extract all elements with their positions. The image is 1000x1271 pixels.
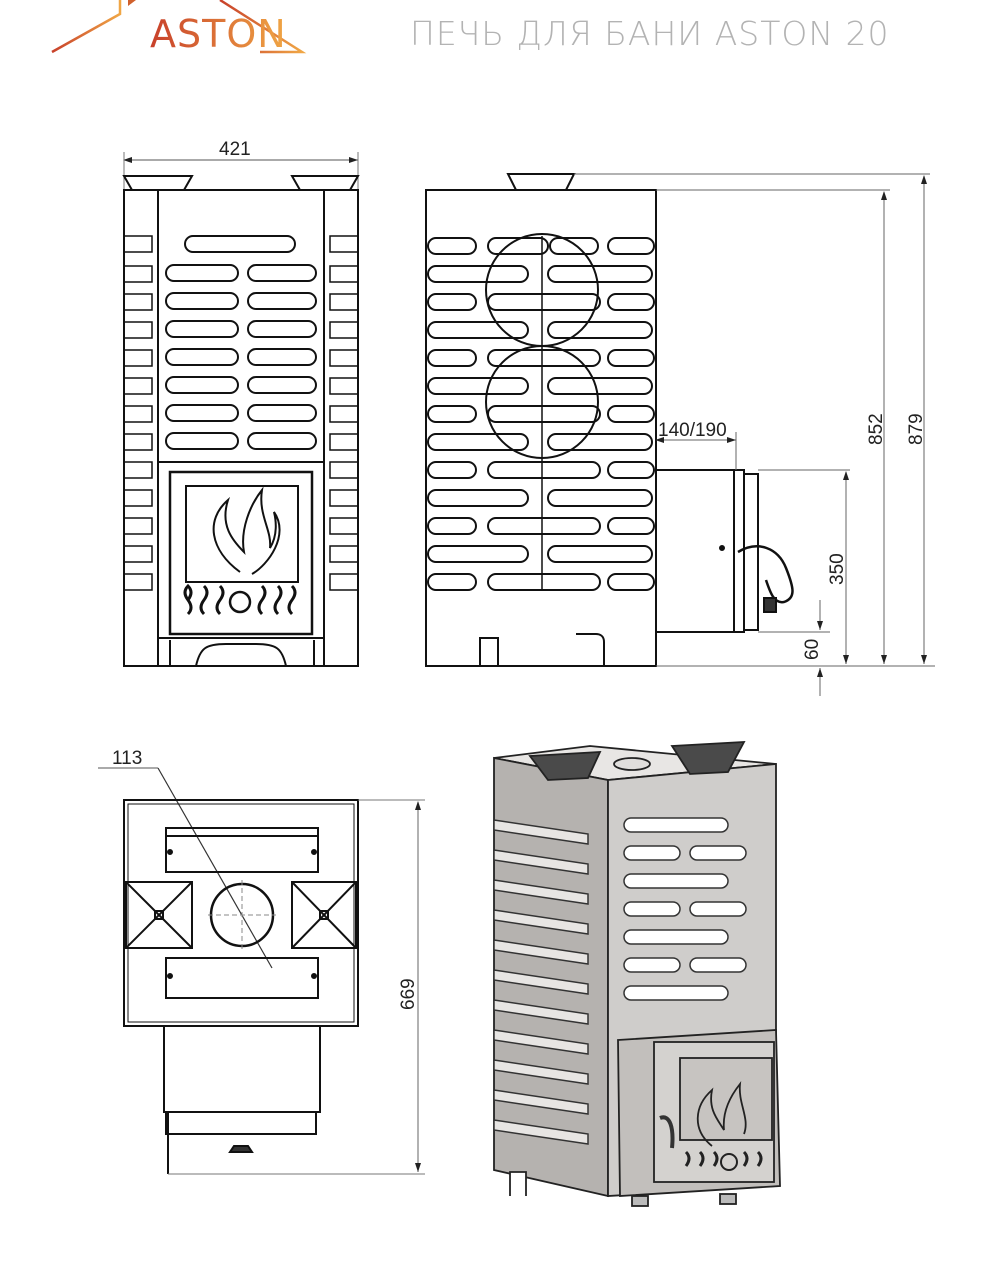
side-view	[425, 173, 935, 696]
isometric-view	[493, 741, 781, 1207]
total-height-label: 879	[906, 413, 927, 445]
top-view	[98, 767, 425, 1175]
firebox-extension-label: 140/190	[658, 420, 727, 441]
logo-text: ASTON	[150, 12, 287, 56]
firebox-height-label: 350	[827, 553, 848, 585]
aston-logo: ASTON	[50, 0, 310, 62]
front-view	[122, 152, 360, 667]
body-height-label: 852	[866, 413, 887, 445]
flue-diameter-label: 113	[112, 748, 142, 769]
page-title: ПЕЧЬ ДЛЯ БАНИ ASTON 20	[410, 14, 890, 53]
depth-dimension-label: 669	[398, 978, 419, 1010]
width-dimension-label: 421	[219, 139, 251, 160]
firebox-offset-label: 60	[802, 639, 823, 660]
logo-roof-icon	[51, 0, 307, 54]
